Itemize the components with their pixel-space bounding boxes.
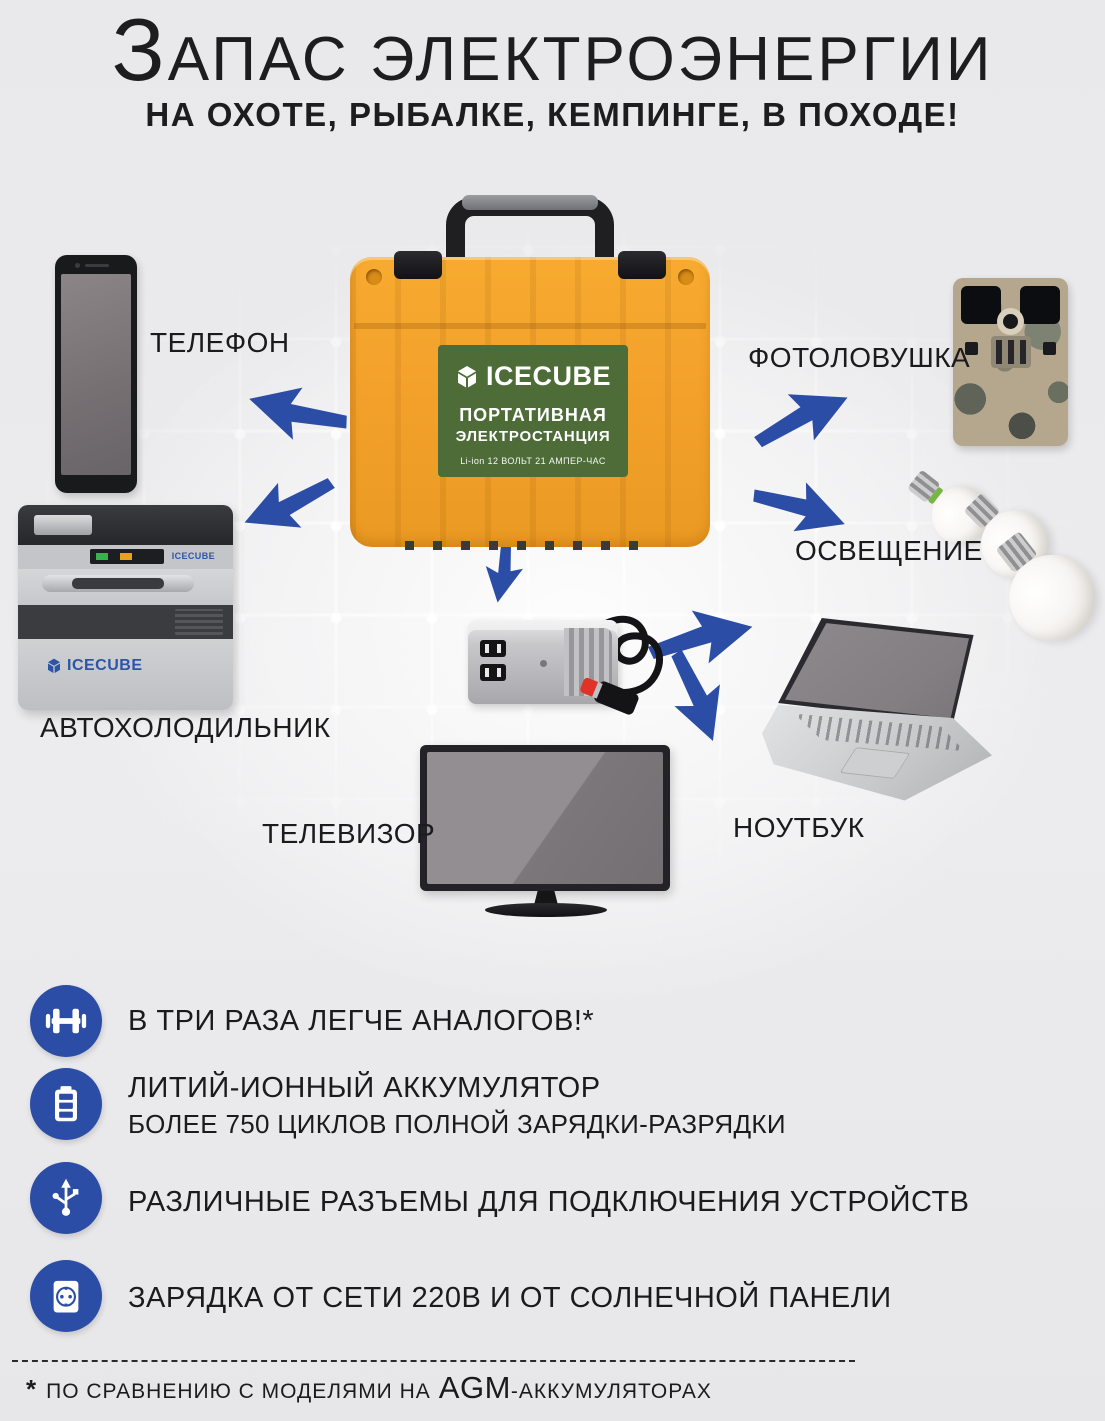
inverter-outlet-1	[480, 640, 506, 657]
footnote-suffix: -АККУМУЛЯТОРАХ	[510, 1380, 712, 1403]
phone-camera-dot	[75, 263, 80, 268]
usb-icon	[52, 1178, 79, 1216]
laptop-label: НОУТБУК	[733, 812, 865, 843]
laptop-image	[762, 618, 992, 808]
feature-3-badge	[30, 1162, 102, 1234]
fridge-clasp	[34, 515, 92, 535]
tv-label: ТЕЛЕВИЗОР	[262, 818, 436, 849]
feature-1-badge	[30, 985, 102, 1057]
footnote-agm: AGM	[438, 1370, 511, 1405]
footnote: * ПО СРАВНЕНИЮ С МОДЕЛЯМИ НА AGM -АККУМУ…	[26, 1370, 712, 1406]
fridge-display-green	[96, 553, 108, 560]
arrow-to-tv	[671, 649, 720, 741]
case-label-panel: ICECUBE ПОРТАТИВНАЯ ЭЛЕКТРОСТАНЦИЯ Li-io…	[438, 345, 628, 477]
feature-4-badge	[30, 1260, 102, 1332]
lighting-label: ОСВЕЩЕНИЕ	[795, 535, 983, 566]
case-corner-hole-right	[678, 269, 694, 285]
fridge-vent-grill	[175, 609, 223, 635]
tv-stand	[485, 903, 607, 917]
feature-2-badge	[30, 1068, 102, 1140]
arrow-to-inverter	[485, 532, 524, 603]
inverter-screw	[540, 660, 547, 667]
tv-bezel	[420, 745, 670, 891]
battery-icon	[55, 1086, 77, 1122]
trail-camera-ir-right	[1020, 286, 1060, 324]
brand-name: ICECUBE	[485, 361, 611, 391]
case-corner-hole-left	[366, 269, 382, 285]
socket-icon	[53, 1280, 79, 1313]
brand-row: ICECUBE	[455, 361, 611, 392]
feature-1-text: В ТРИ РАЗА ЛЕГЧЕ АНАЛОГОВ!*	[128, 1005, 595, 1037]
fridge-brand-small: ICECUBE	[171, 551, 215, 561]
cube-icon	[48, 658, 60, 673]
inverter-outlet-2	[480, 664, 506, 681]
trail-camera-lens	[1003, 314, 1018, 329]
title-rest: АПАС ЭЛЕКТРОЭНЕРГИИ	[167, 25, 994, 94]
arrow-to-lighting	[753, 482, 845, 532]
fridge-display	[90, 549, 164, 564]
title-lead-letter: З	[111, 0, 168, 99]
trail-camera-image	[953, 278, 1068, 446]
fridge-lower-body	[18, 639, 233, 710]
trail-camera-sensor-left	[965, 342, 978, 355]
power-station-case: ICECUBE ПОРТАТИВНАЯ ЭЛЕКТРОСТАНЦИЯ Li-io…	[350, 195, 710, 550]
page-subtitle: НА ОХОТЕ, РЫБАЛКЕ, КЕМПИНГЕ, В ПОХОДЕ!	[145, 96, 960, 133]
trail-camera-label: ФОТОЛОВУШКА	[748, 342, 971, 373]
panel-spec: Li-ion 12 ВОЛЬТ 21 АМПЕР-ЧАС	[460, 456, 606, 466]
trail-camera-sensor-right	[1043, 342, 1056, 355]
tv-screen	[427, 752, 663, 884]
arrow-to-laptop	[647, 610, 753, 664]
trail-camera-ir-left	[961, 286, 1001, 324]
fridge-handle	[42, 575, 194, 592]
footnote-divider	[12, 1360, 855, 1362]
car-inverter-image	[468, 598, 668, 723]
arrow-to-trail-camera	[754, 394, 848, 448]
trail-camera-grill	[991, 336, 1031, 368]
case-latch-right	[618, 251, 666, 279]
phone-label: ТЕЛЕФОН	[150, 327, 290, 358]
panel-line1: ПОРТАТИВНАЯ	[459, 405, 607, 425]
fridge-display-amber	[120, 553, 132, 560]
case-feet	[405, 541, 655, 550]
phone-image	[55, 255, 137, 493]
case-latch-left	[394, 251, 442, 279]
tv-image	[420, 745, 670, 923]
feature-2-subtext: БОЛЕЕ 750 ЦИКЛОВ ПОЛНОЙ ЗАРЯДКИ-РАЗРЯДКИ	[128, 1109, 786, 1139]
feature-3-text: РАЗЛИЧНЫЕ РАЗЪЕМЫ ДЛЯ ПОДКЛЮЧЕНИЯ УСТРОЙ…	[128, 1186, 970, 1218]
arrow-to-phone	[249, 387, 347, 440]
fridge-label: АВТОХОЛОДИЛЬНИК	[40, 712, 331, 743]
car-fridge-image: ICECUBE ICECUBE	[18, 505, 233, 710]
feature-2-text: ЛИТИЙ-ИОННЫЙ АККУМУЛЯТОР	[128, 1072, 601, 1104]
fridge-brand-logo: ICECUBE	[46, 657, 143, 675]
tv-neck	[534, 891, 558, 905]
panel-line2: ЭЛЕКТРОСТАНЦИЯ	[455, 428, 611, 445]
phone-speaker	[85, 264, 109, 267]
phone-screen	[61, 274, 131, 475]
cube-icon	[457, 365, 476, 387]
case-handle-grip	[462, 195, 598, 210]
fridge-brand-text: ICECUBE	[67, 657, 143, 674]
footnote-prefix: ПО СРАВНЕНИЮ С МОДЕЛЯМИ НА	[46, 1380, 431, 1403]
dumbbell-icon	[45, 1008, 87, 1034]
footnote-marker: *	[26, 1374, 37, 1404]
arrow-to-fridge	[244, 478, 335, 528]
feature-4-text: ЗАРЯДКА ОТ СЕТИ 220В И ОТ СОЛНЕЧНОЙ ПАНЕ…	[128, 1282, 892, 1314]
case-lid-seam	[354, 323, 706, 329]
